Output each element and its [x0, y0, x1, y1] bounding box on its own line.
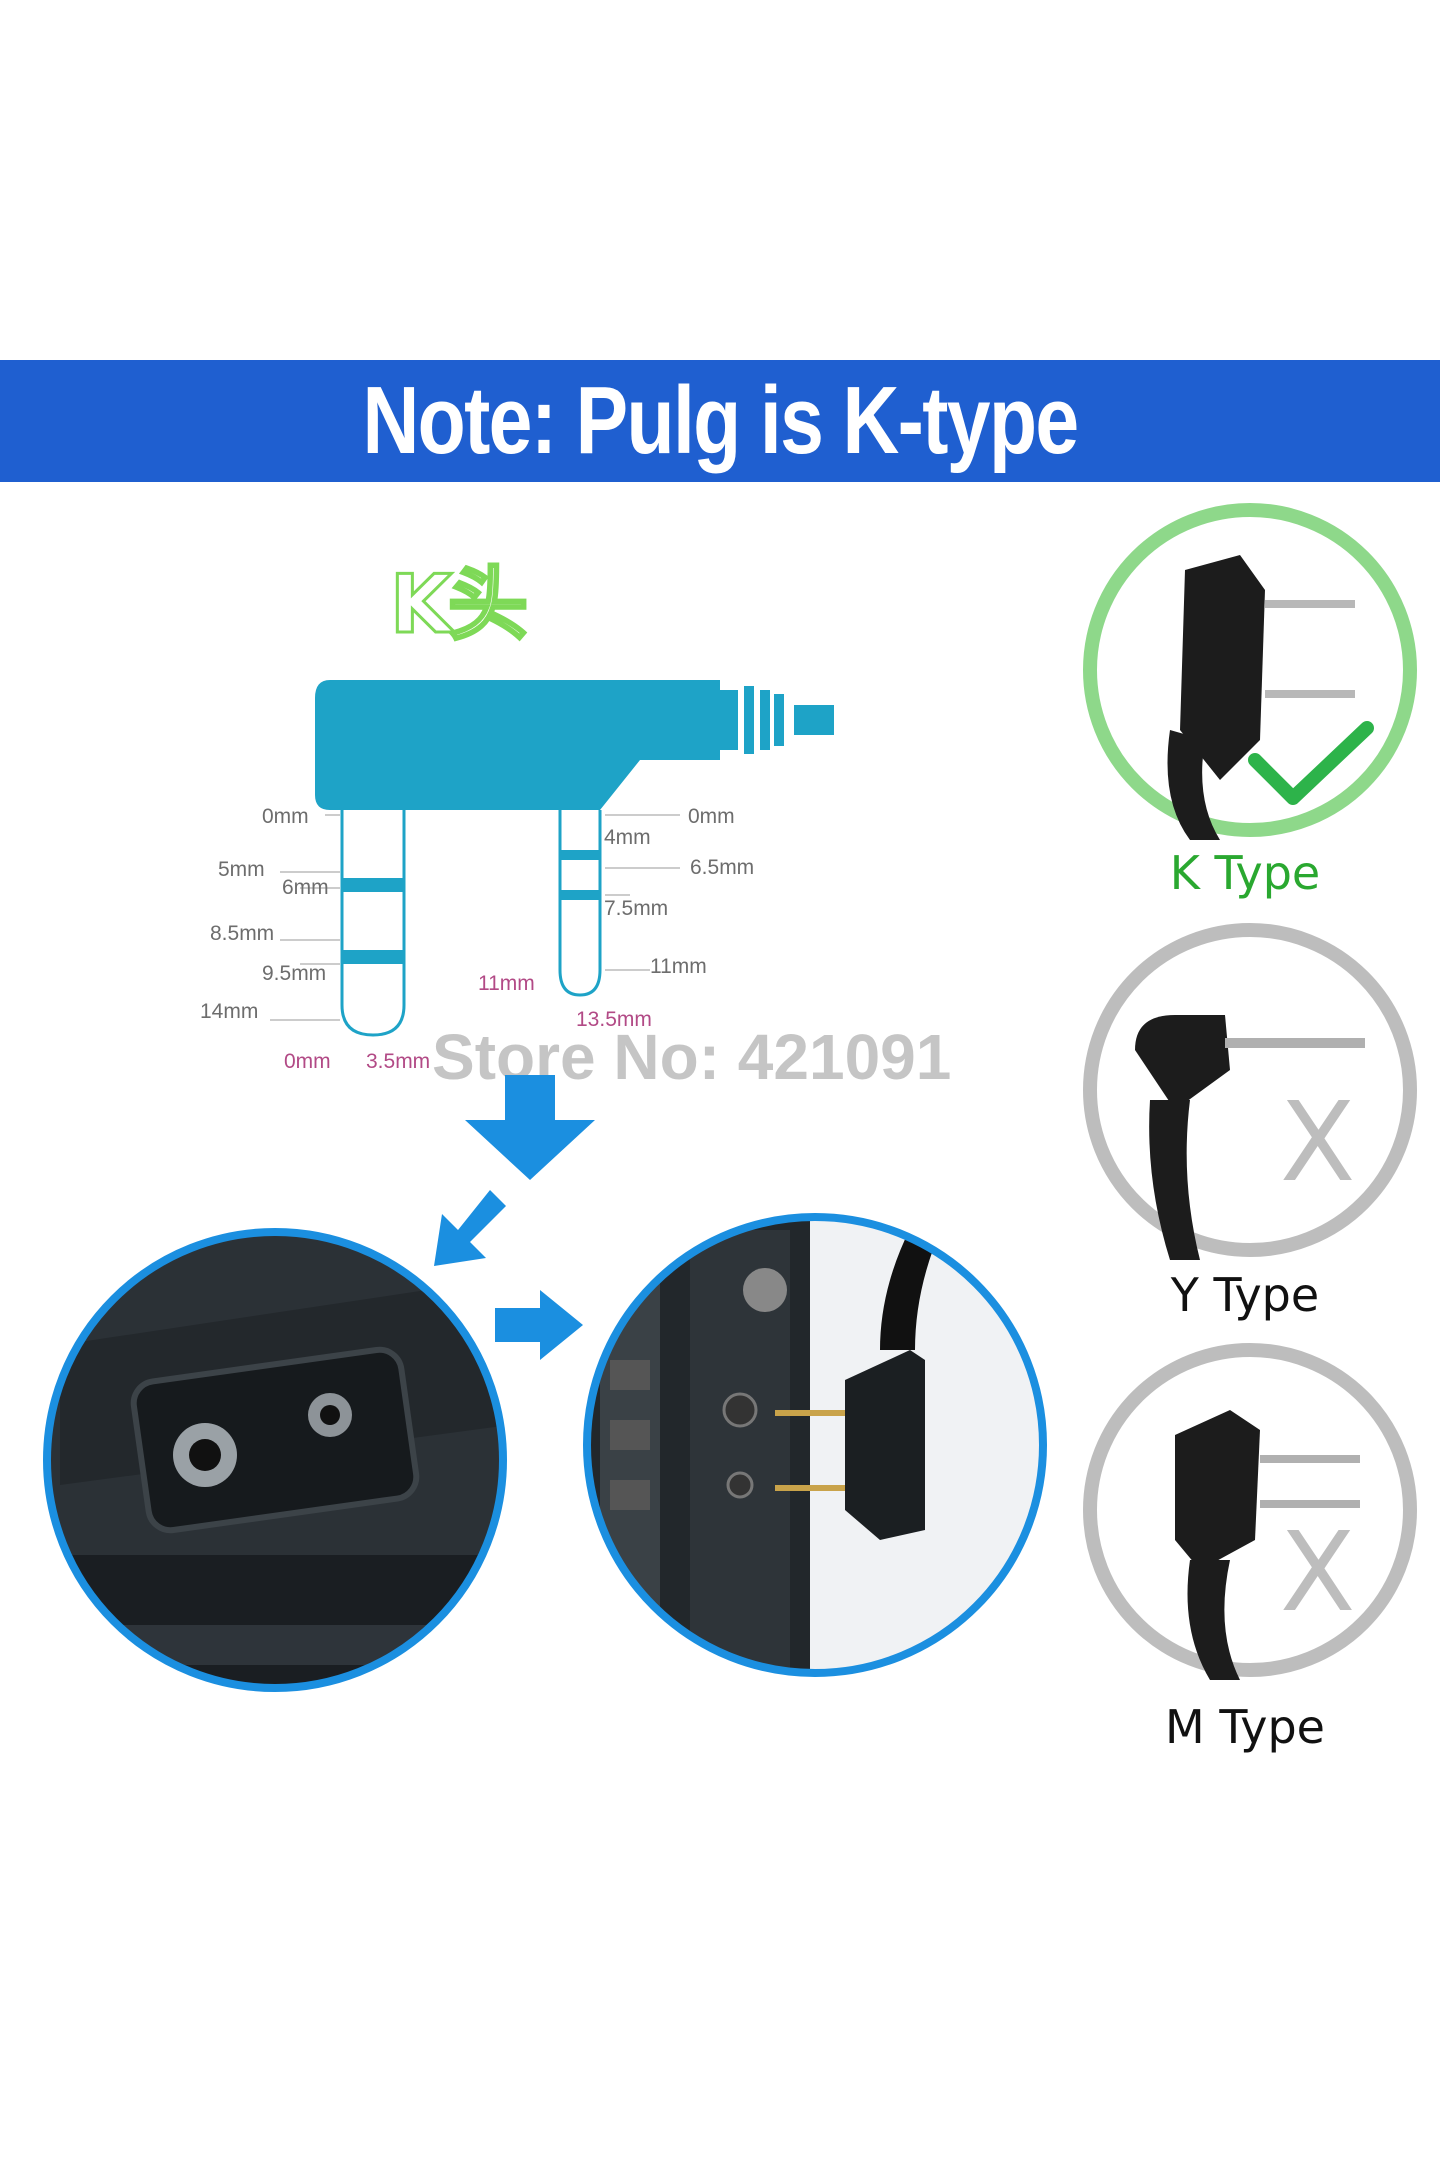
- svg-text:X: X: [1280, 1508, 1355, 1636]
- down-arrow-icon: [465, 1075, 595, 1180]
- label-left-0mm: 0mm: [262, 805, 309, 828]
- right-arrow-icon: [495, 1290, 583, 1360]
- m-type-label: M Type: [1165, 1700, 1325, 1754]
- label-5mm: 5mm: [218, 858, 265, 881]
- svg-text:X: X: [1280, 1078, 1355, 1206]
- radio-jack-photo: [43, 1228, 507, 1692]
- label-7-5mm: 7.5mm: [604, 897, 669, 920]
- label-11mm-left: 11mm: [478, 972, 535, 995]
- label-3-5mm: 3.5mm: [366, 1050, 431, 1073]
- check-icon: [1248, 721, 1374, 805]
- plugged-in-photo: [583, 1213, 1047, 1677]
- label-bottom-0mm: 0mm: [284, 1050, 331, 1073]
- banner-title: Note: Pulg is K-type: [362, 367, 1079, 474]
- label-6-5mm: 6.5mm: [690, 856, 755, 879]
- k-type-label: K Type: [1169, 846, 1321, 900]
- k-type-plug-image: [1083, 503, 1417, 840]
- label-6mm: 6mm: [282, 876, 329, 899]
- label-9-5mm: 9.5mm: [262, 962, 327, 985]
- k-plug-diagram: [270, 680, 834, 1037]
- label-11mm-right: 11mm: [650, 955, 707, 978]
- m-type-plug-image: X: [1083, 1343, 1417, 1680]
- y-type-plug-image: X: [1083, 923, 1417, 1260]
- label-14mm: 14mm: [200, 1000, 259, 1023]
- label-13-5mm: 13.5mm: [576, 1008, 652, 1031]
- diagonal-arrow-icon: [434, 1190, 506, 1266]
- label-8-5mm: 8.5mm: [210, 922, 275, 945]
- k-plug-heading: K头: [389, 557, 530, 653]
- header-banner: Note: Pulg is K-type: [0, 360, 1440, 482]
- y-type-label: Y Type: [1170, 1268, 1320, 1322]
- label-right-0mm: 0mm: [688, 805, 735, 828]
- label-4mm: 4mm: [604, 826, 651, 849]
